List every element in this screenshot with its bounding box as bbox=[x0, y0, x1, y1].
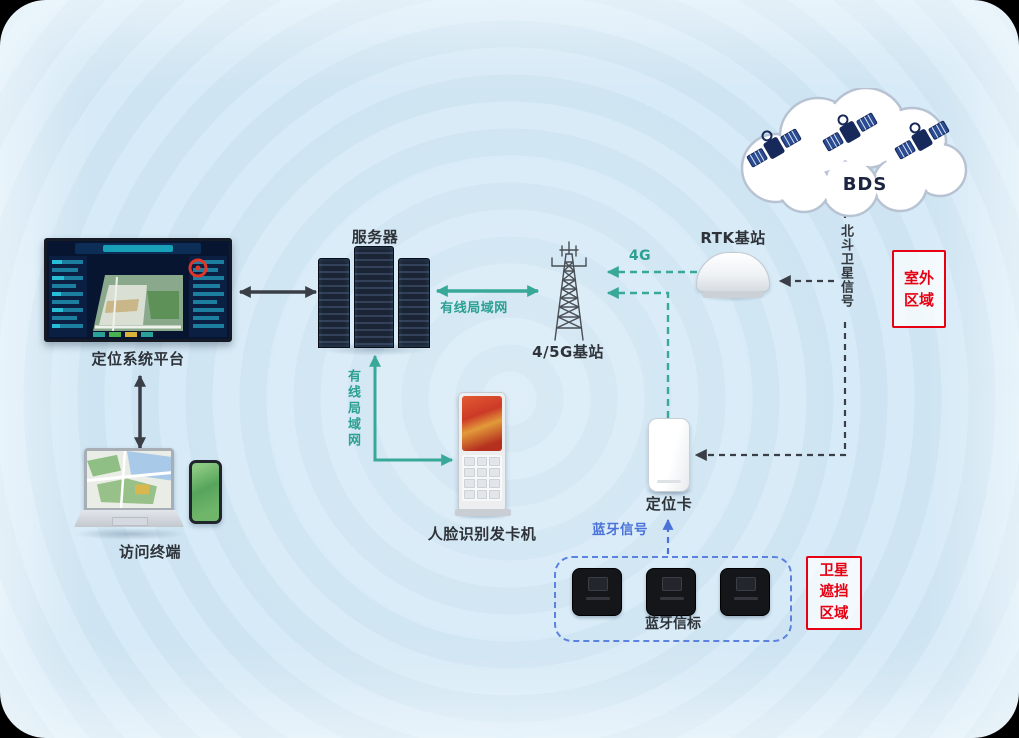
locator-card-label: 定位卡 bbox=[645, 495, 693, 513]
server-racks bbox=[318, 246, 432, 348]
kiosk-card-slots bbox=[462, 455, 502, 501]
server-label: 服务器 bbox=[351, 228, 399, 246]
satellite-icon bbox=[746, 128, 802, 168]
server-rack-icon bbox=[318, 258, 350, 348]
bluetooth-beacon-icon bbox=[646, 568, 696, 616]
satellite-icon bbox=[822, 112, 878, 152]
rtk-dome-icon bbox=[696, 252, 770, 292]
server-rack-icon bbox=[354, 246, 394, 348]
server-rack-icon bbox=[398, 258, 430, 348]
cell-tower-icon bbox=[551, 241, 587, 341]
platform-monitor bbox=[44, 238, 232, 342]
base-station-label: 4/5G基站 bbox=[532, 343, 604, 361]
platform-label: 定位系统平台 bbox=[91, 350, 185, 368]
laptop-keyboard bbox=[74, 510, 184, 527]
rtk-label: RTK基站 bbox=[700, 229, 766, 247]
phone-screen bbox=[192, 463, 219, 521]
outdoor-zone-label: 室外区域 bbox=[903, 268, 934, 310]
beacons-label: 蓝牙信标 bbox=[645, 616, 701, 632]
kiosk-base bbox=[455, 509, 511, 516]
locator-card-icon bbox=[648, 418, 690, 492]
dashboard-alert-gauge bbox=[188, 258, 208, 278]
bds-label: BDS bbox=[842, 174, 888, 195]
bluetooth-beacon-icon bbox=[720, 568, 770, 616]
blocked-zone-label: 卫星遮挡区域 bbox=[819, 563, 849, 622]
laptop-icon bbox=[74, 448, 184, 532]
face-recognition-kiosk bbox=[455, 392, 511, 516]
laptop-shadow bbox=[74, 528, 186, 540]
laptop-screen bbox=[84, 448, 174, 512]
link-card-basestation bbox=[606, 287, 670, 418]
link-bds-card bbox=[694, 322, 847, 461]
beidou-signal-label: 北斗卫星信号 bbox=[838, 224, 853, 308]
lan-vertical-label: 有线局域网 bbox=[345, 369, 360, 449]
dashboard-map bbox=[93, 275, 183, 332]
rtk-dome-base bbox=[702, 291, 764, 298]
link-server-kiosk bbox=[369, 354, 454, 466]
satellite-icon bbox=[894, 120, 950, 160]
blocked-zone-box: 卫星遮挡区域 bbox=[806, 556, 862, 630]
cellular-label: 4G bbox=[628, 248, 652, 264]
outdoor-zone-box: 室外区域 bbox=[892, 250, 946, 328]
bds-cloud bbox=[740, 88, 968, 218]
dashboard-bottom-tiles bbox=[93, 332, 153, 337]
bluetooth-signal-label: 蓝牙信号 bbox=[592, 522, 648, 538]
lan-horizontal-label: 有线局域网 bbox=[440, 301, 508, 316]
bluetooth-beacon-icon bbox=[572, 568, 622, 616]
kiosk-label: 人脸识别发卡机 bbox=[427, 525, 537, 543]
kiosk-screen bbox=[462, 396, 502, 451]
dashboard-left-panel bbox=[52, 260, 83, 328]
platform-dashboard-screen bbox=[47, 241, 229, 339]
phone-icon bbox=[189, 460, 222, 524]
beacon-group-boundary: 蓝牙信标 bbox=[554, 556, 792, 642]
terminal-label: 访问终端 bbox=[118, 543, 181, 561]
